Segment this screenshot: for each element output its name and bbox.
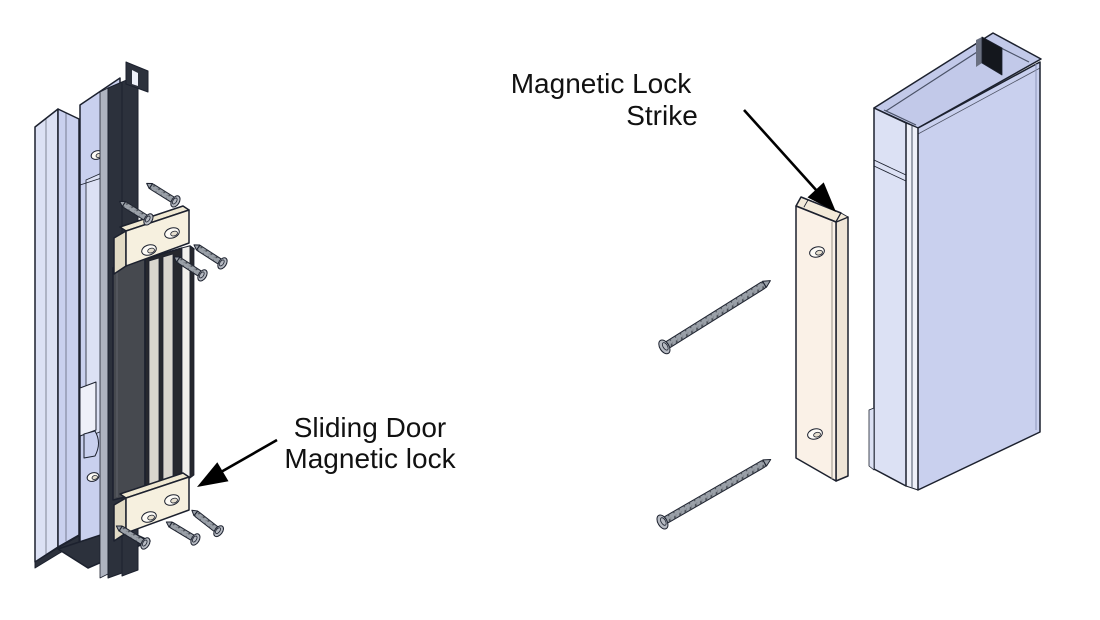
mounting-screw	[162, 516, 203, 548]
strike-arrowhead	[807, 182, 836, 212]
sliding-door-lock-arrowhead	[197, 462, 229, 487]
handle-recess	[79, 381, 97, 437]
mounting-screw	[187, 504, 226, 539]
channel-inner-shadow	[981, 36, 1003, 76]
channel-left-wall	[868, 107, 907, 487]
strike-label-line1: Magnetic Lock	[511, 68, 693, 99]
magnet-face	[144, 247, 183, 493]
magnetic-lock-body	[112, 245, 195, 501]
strike-screw	[655, 273, 775, 357]
mounting-screw	[142, 177, 183, 210]
magnetic-lock-strike-plate	[795, 196, 849, 482]
sliding-door-lock-assembly	[34, 61, 230, 579]
sliding-door-lock-arrow-line	[220, 438, 278, 474]
strike-label-line2: Strike	[626, 100, 698, 131]
channel-inner-liner	[976, 37, 982, 67]
mounting-screw	[190, 239, 230, 272]
strike-callout: Magnetic Lock Strike	[511, 68, 836, 212]
sliding-door-lock-label-line1: Sliding Door	[294, 412, 447, 443]
door-channel	[868, 32, 1042, 491]
sliding-door-lock-label-line2: Magnetic lock	[284, 443, 456, 474]
strike-screws	[654, 273, 776, 532]
strike-arrow-line	[743, 109, 818, 192]
sliding-door-lock-callout: Sliding Door Magnetic lock	[197, 412, 457, 487]
door-frame-left-rail	[34, 108, 80, 569]
strike-assembly	[654, 32, 1042, 532]
strike-screw	[654, 452, 776, 532]
bottom-mounting-bracket	[113, 472, 190, 542]
channel-front-face	[917, 61, 1041, 491]
latch-keeper-notch	[83, 430, 99, 459]
top-mounting-bracket	[113, 205, 190, 275]
